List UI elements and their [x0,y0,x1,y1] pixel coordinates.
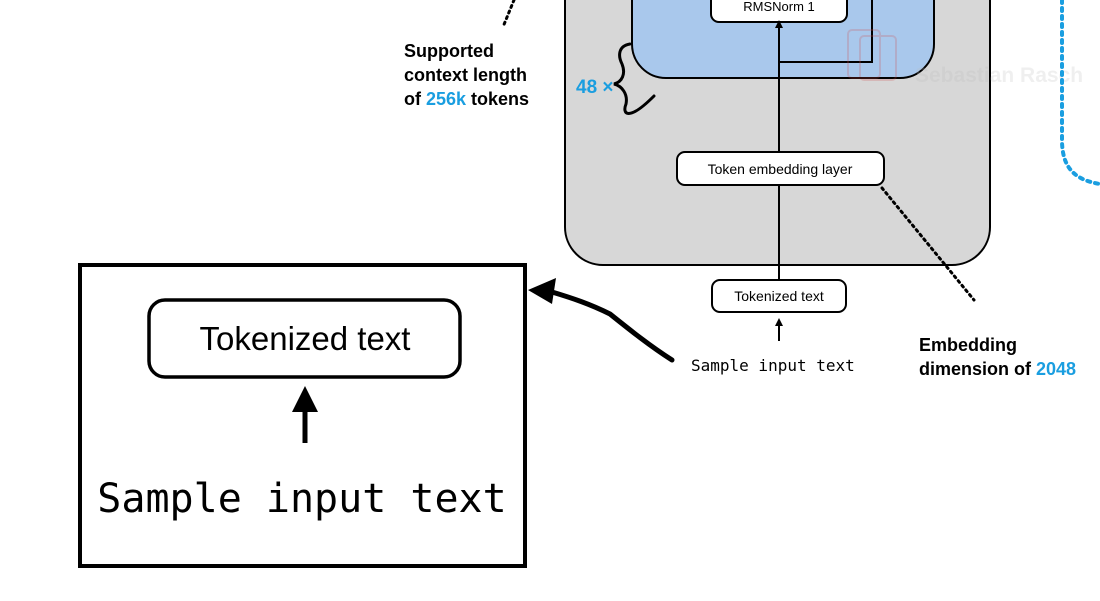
tokenized-text-label: Tokenized text [734,288,824,304]
context-leader-line [501,0,516,29]
right-dotted-connector [1060,0,1100,186]
watermark-text: Sebastian Rasch [915,64,1083,87]
repeat-count: 48 × [576,77,614,98]
zoom-sample-input-label: Sample input text [97,476,506,522]
transformer-block [631,0,935,79]
context-note-line3-prefix: of [404,89,426,109]
rmsnorm-label: RMSNorm 1 [743,0,815,14]
watermark: Sebastian Rasch [847,29,1083,87]
context-note-line2: context length [404,65,527,85]
embedding-note-line1: Embedding [919,335,1017,355]
rmsnorm-box: RMSNorm 1 [710,0,848,23]
zoom-up-arrow [292,386,318,443]
embedding-leader-line [880,186,976,302]
zoom-panel: Tokenized text Sample input text [78,263,527,568]
context-note-line1: Supported [404,41,494,61]
tokenized-text-box: Tokenized text [711,279,847,313]
embedding-dimension-value: 2048 [1036,359,1076,379]
context-note: Supported context length of 256k tokens [404,41,532,109]
context-note-line3-suffix: tokens [466,89,529,109]
sample-input-label: Sample input text [691,356,855,375]
zoom-callout-arrow [528,278,675,363]
context-length-value: 256k [426,89,467,109]
token-embedding-label: Token embedding layer [708,161,853,177]
embedding-note-line2-prefix: dimension of [919,359,1036,379]
token-embedding-box: Token embedding layer [676,151,885,186]
zoom-tokenized-text-box [147,298,462,379]
zoom-tokenized-text-label: Tokenized text [200,320,411,357]
residual-connection [779,0,873,63]
repeat-brace [613,42,656,115]
embedding-note: Embedding dimension of 2048 [919,335,1076,379]
